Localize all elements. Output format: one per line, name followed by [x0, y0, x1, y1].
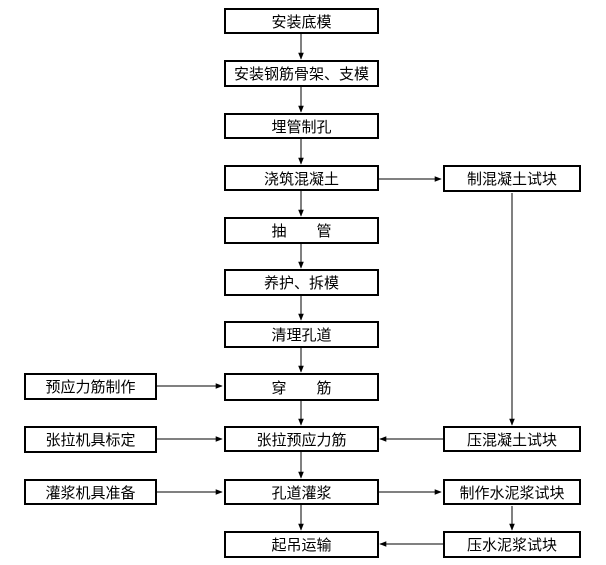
- step-duct-grouting: 孔道灌浆: [224, 479, 379, 505]
- step-embed-duct: 埋管制孔: [224, 113, 379, 139]
- step-install-rebar-and-formwork: 安装钢筋骨架、支模: [224, 60, 379, 87]
- step-cure-and-remove-form: 养护、拆模: [224, 269, 379, 296]
- step-pour-concrete: 浇筑混凝土: [224, 165, 379, 191]
- side-press-cement-slurry-block: 压水泥浆试块: [443, 531, 581, 558]
- step-install-bottom-form: 安装底模: [224, 8, 379, 34]
- input-grouting-equipment-prep: 灌浆机具准备: [24, 479, 157, 505]
- step-thread-tendon: 穿 筋: [224, 373, 379, 401]
- side-press-concrete-test-block: 压混凝土试块: [443, 426, 581, 452]
- side-make-cement-slurry-block: 制作水泥浆试块: [443, 479, 581, 505]
- step-pull-duct: 抽 管: [224, 217, 379, 244]
- side-make-concrete-test-block: 制混凝土试块: [443, 165, 581, 192]
- step-lift-and-transport: 起吊运输: [224, 531, 379, 558]
- input-tension-equipment-calibration: 张拉机具标定: [24, 426, 157, 453]
- step-clean-duct: 清理孔道: [224, 321, 379, 348]
- step-tension-tendon: 张拉预应力筋: [224, 426, 379, 452]
- input-tendon-fabrication: 预应力筋制作: [24, 373, 157, 400]
